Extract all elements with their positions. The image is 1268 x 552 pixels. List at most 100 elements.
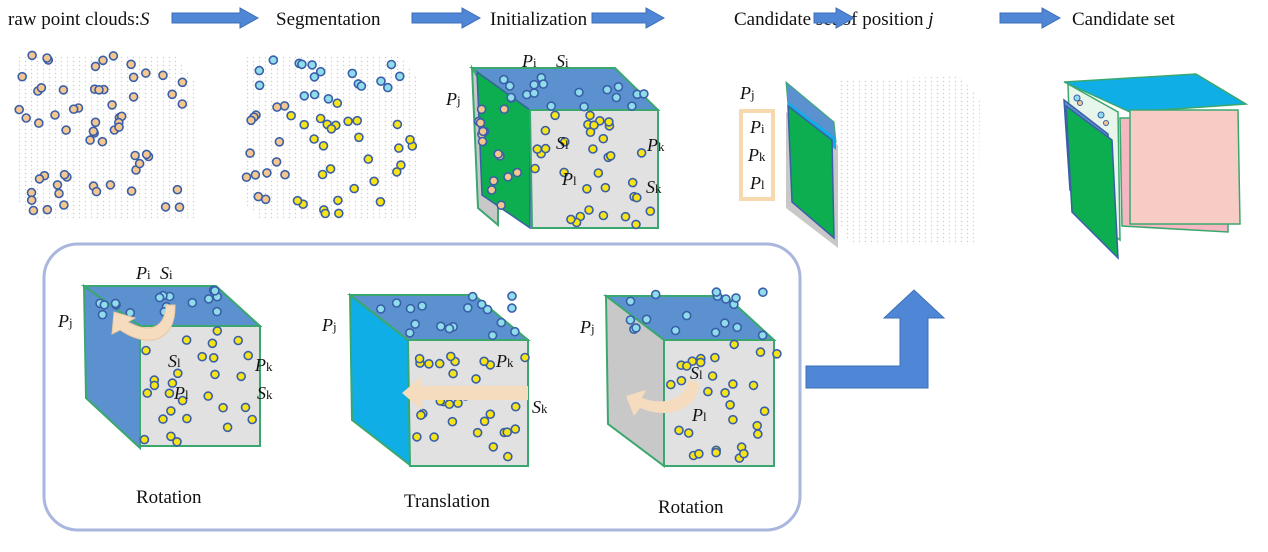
candidate-box xyxy=(739,109,775,201)
point xyxy=(167,378,178,388)
point xyxy=(605,151,616,161)
point xyxy=(683,428,694,438)
point xyxy=(279,101,290,111)
point xyxy=(203,391,213,401)
segmented-points xyxy=(241,55,418,219)
label-Sl: Sl xyxy=(690,363,703,383)
point xyxy=(604,117,614,127)
point xyxy=(625,296,636,307)
point xyxy=(323,94,334,104)
point xyxy=(54,188,64,199)
label-Pj: Pj xyxy=(740,83,755,103)
point xyxy=(738,448,749,459)
point xyxy=(579,101,589,112)
point xyxy=(320,208,331,219)
cube2-points xyxy=(375,291,530,462)
point xyxy=(59,200,69,210)
point xyxy=(130,150,140,161)
point xyxy=(600,182,611,193)
point xyxy=(260,194,271,205)
point xyxy=(375,304,386,314)
point xyxy=(447,416,458,427)
point xyxy=(584,205,594,215)
step-label-candidate-set: Candidate set xyxy=(1072,9,1175,30)
point xyxy=(354,132,364,143)
point xyxy=(52,180,63,190)
point xyxy=(382,82,393,93)
green-plane xyxy=(1065,104,1119,260)
point xyxy=(315,66,326,77)
point xyxy=(274,137,285,147)
point xyxy=(510,424,521,434)
point xyxy=(114,122,124,132)
label-Pk: Pk xyxy=(255,355,273,375)
point xyxy=(417,301,427,311)
point xyxy=(369,176,379,187)
point xyxy=(254,65,265,76)
point xyxy=(496,317,507,328)
point xyxy=(393,143,404,153)
point xyxy=(732,322,743,333)
label-Sk: Sk xyxy=(532,397,548,417)
point xyxy=(299,119,310,130)
point xyxy=(496,200,507,210)
point xyxy=(540,125,551,136)
point xyxy=(752,420,763,431)
point xyxy=(639,89,649,99)
point xyxy=(504,81,515,91)
point xyxy=(88,126,99,137)
point xyxy=(309,134,319,144)
point xyxy=(208,352,219,363)
point xyxy=(326,124,337,134)
step-label-segmentation: Segmentation xyxy=(276,9,381,30)
point xyxy=(299,91,310,101)
point xyxy=(98,55,108,66)
rotation-arrow-icon xyxy=(111,304,176,341)
point xyxy=(478,126,488,137)
step-text: raw point clouds: xyxy=(8,9,140,30)
point xyxy=(719,318,730,328)
point xyxy=(681,361,692,371)
point xyxy=(566,214,576,225)
point xyxy=(343,116,353,127)
point xyxy=(177,77,188,88)
point xyxy=(477,136,488,147)
point xyxy=(488,442,499,452)
point xyxy=(222,422,233,433)
candidate-item-Pk: Pk xyxy=(748,145,766,165)
point xyxy=(90,61,101,72)
point xyxy=(158,70,168,81)
label-Pj: Pj xyxy=(58,311,73,331)
label-Pk: Pk xyxy=(647,135,665,155)
point xyxy=(453,398,463,409)
point xyxy=(493,149,504,159)
point xyxy=(85,135,95,145)
point xyxy=(424,358,434,369)
point xyxy=(254,80,265,91)
point xyxy=(759,406,770,417)
step-label-raw-point-clouds: raw point clouds:S xyxy=(8,10,149,29)
point xyxy=(472,427,483,438)
point xyxy=(488,176,499,186)
point xyxy=(650,289,661,300)
point xyxy=(352,115,363,126)
point xyxy=(197,351,207,362)
point xyxy=(307,60,317,70)
point xyxy=(707,371,718,381)
point xyxy=(26,195,37,205)
step-label-initialization: Initialization xyxy=(490,9,588,30)
point xyxy=(593,168,604,178)
point xyxy=(210,285,220,296)
point xyxy=(349,183,360,194)
point xyxy=(665,379,676,390)
candidate-item-Pi: Pi xyxy=(750,117,765,137)
pipeline-arrow-2 xyxy=(411,7,482,29)
point xyxy=(559,167,569,178)
candidate-plane xyxy=(787,104,835,240)
point xyxy=(434,358,445,369)
point xyxy=(174,202,185,212)
point xyxy=(134,158,145,169)
point xyxy=(448,368,458,379)
point xyxy=(520,352,530,363)
point xyxy=(510,326,520,337)
